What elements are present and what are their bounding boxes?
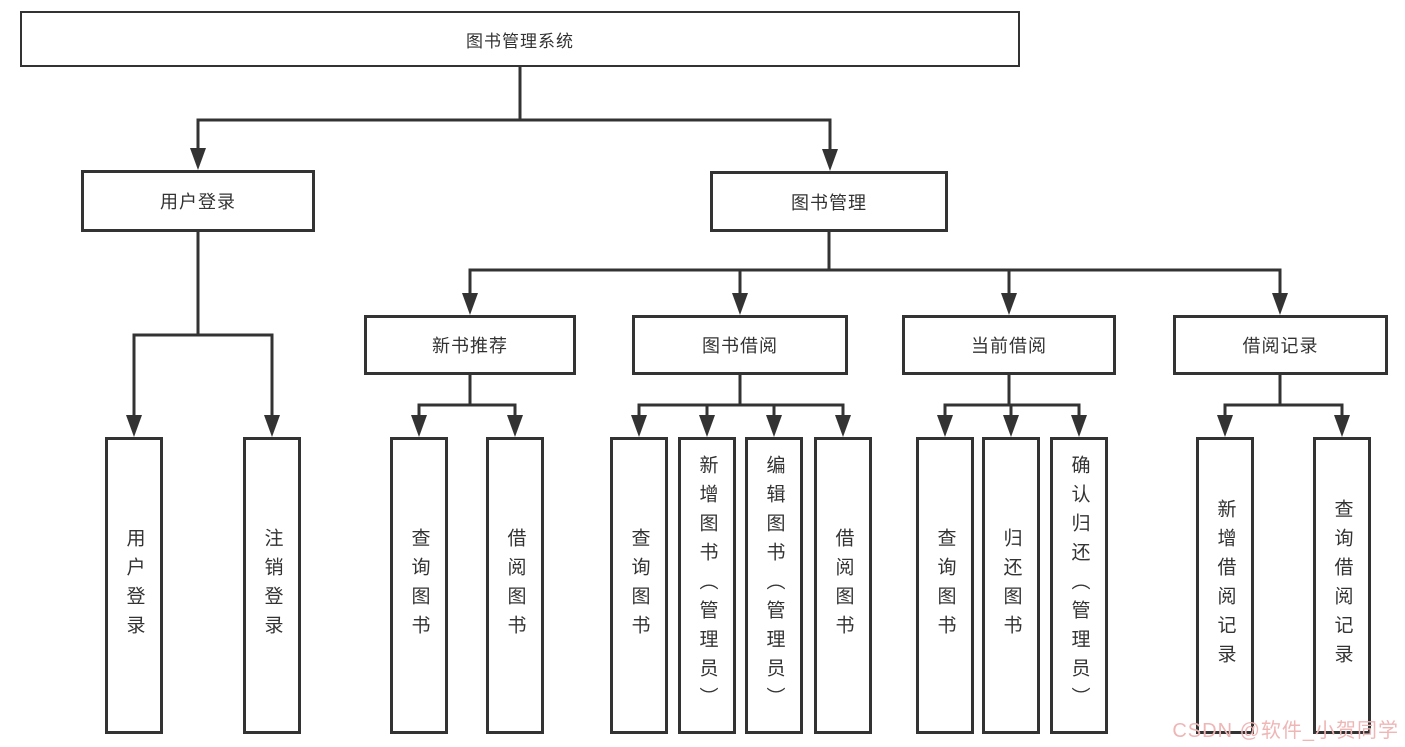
node-current-borrowing: 当前借阅 [902, 315, 1116, 375]
leaf-query-borrow-record: 查询借阅记录 [1313, 437, 1371, 734]
node-label: 新书推荐 [432, 336, 508, 356]
node-label: 查询借阅记录 [1331, 498, 1353, 673]
node-label: 当前借阅 [971, 336, 1047, 356]
leaf-query-books-3: 查询图书 [916, 437, 974, 734]
leaf-edit-book-admin: 编辑图书（管理员） [745, 437, 803, 734]
node-label: 查询图书 [934, 527, 956, 644]
leaf-add-book-admin: 新增图书（管理员） [678, 437, 736, 734]
node-label: 注销登录 [261, 527, 283, 644]
node-label: 图书管理系统 [466, 31, 574, 51]
node-label: 借阅图书 [504, 527, 526, 644]
leaf-query-books-1: 查询图书 [390, 437, 448, 734]
leaf-add-borrow-record: 新增借阅记录 [1196, 437, 1254, 734]
leaf-query-books-2: 查询图书 [610, 437, 668, 734]
leaf-borrow-books-2: 借阅图书 [814, 437, 872, 734]
node-label: 图书管理 [791, 192, 867, 213]
node-label: 新增图书（管理员） [696, 455, 718, 716]
leaf-return-books: 归还图书 [982, 437, 1040, 734]
node-label: 确认归还（管理员） [1068, 455, 1090, 716]
node-user-login: 用户登录 [81, 170, 315, 232]
node-label: 归还图书 [1000, 527, 1022, 644]
node-label: 新增借阅记录 [1214, 498, 1236, 673]
node-label: 查询图书 [628, 527, 650, 644]
node-label: 用户登录 [123, 527, 145, 644]
node-label: 用户登录 [160, 192, 236, 212]
leaf-confirm-return-admin: 确认归还（管理员） [1050, 437, 1108, 734]
node-label: 编辑图书（管理员） [763, 455, 785, 716]
node-new-book-recommendation: 新书推荐 [364, 315, 576, 375]
node-label: 借阅记录 [1242, 336, 1319, 356]
node-book-management: 图书管理 [710, 171, 948, 232]
node-label: 查询图书 [408, 527, 430, 644]
node-borrowing-records: 借阅记录 [1173, 315, 1388, 375]
node-label: 借阅图书 [832, 527, 854, 644]
node-book-borrowing: 图书借阅 [632, 315, 848, 375]
leaf-user-login: 用户登录 [105, 437, 163, 734]
leaf-logout: 注销登录 [243, 437, 301, 734]
node-book-management-system: 图书管理系统 [20, 11, 1020, 67]
leaf-borrow-books-1: 借阅图书 [486, 437, 544, 734]
node-label: 图书借阅 [702, 336, 778, 356]
